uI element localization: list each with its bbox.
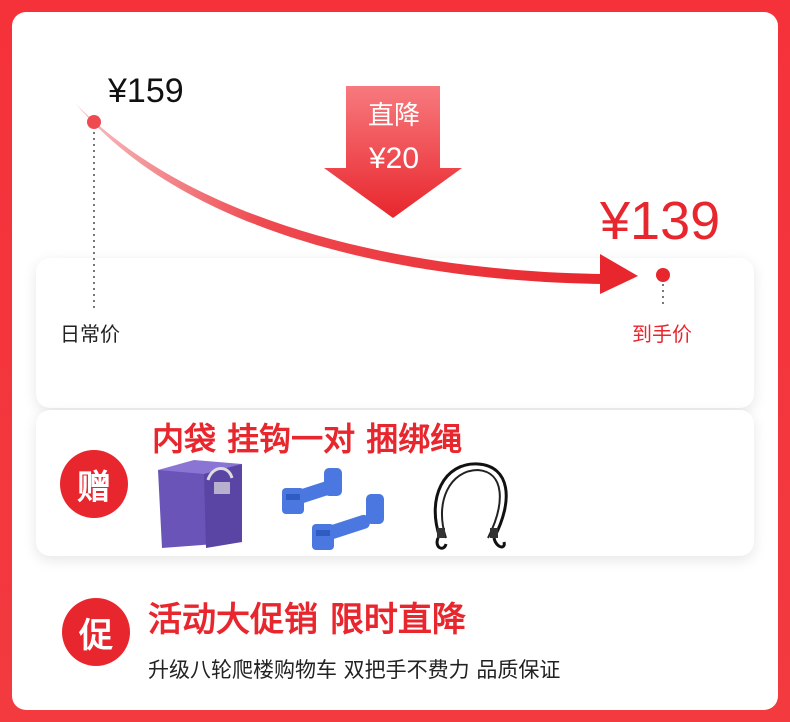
curve-arrowhead [600, 254, 638, 294]
blue-hooks-icon [282, 468, 384, 550]
original-price-label: 日常价 [60, 322, 120, 346]
gift-title: 内袋 挂钩一对 捆绑绳 [152, 420, 463, 458]
purple-bag-icon [158, 460, 242, 548]
drop-label: 直降 [367, 101, 420, 131]
original-price: ¥159 [108, 72, 184, 110]
drop-amount: ¥20 [368, 142, 420, 175]
promo-title: 活动大促销 限时直降 [148, 600, 466, 640]
price-panel [36, 258, 754, 408]
promo-subtitle: 升级八轮爬楼购物车 双把手不费力 品质保证 [148, 658, 561, 682]
drop-arrow-shape [324, 86, 462, 218]
price-curve [76, 104, 606, 284]
final-price-dot [656, 268, 670, 282]
original-price-dot [87, 115, 101, 129]
bungee-cord-icon [433, 462, 508, 550]
promo-badge: 促 [62, 598, 130, 666]
final-price: ¥139 [600, 191, 721, 251]
gift-panel [36, 410, 754, 556]
final-price-label: 到手价 [632, 322, 692, 346]
gift-badge: 赠 [60, 450, 128, 518]
